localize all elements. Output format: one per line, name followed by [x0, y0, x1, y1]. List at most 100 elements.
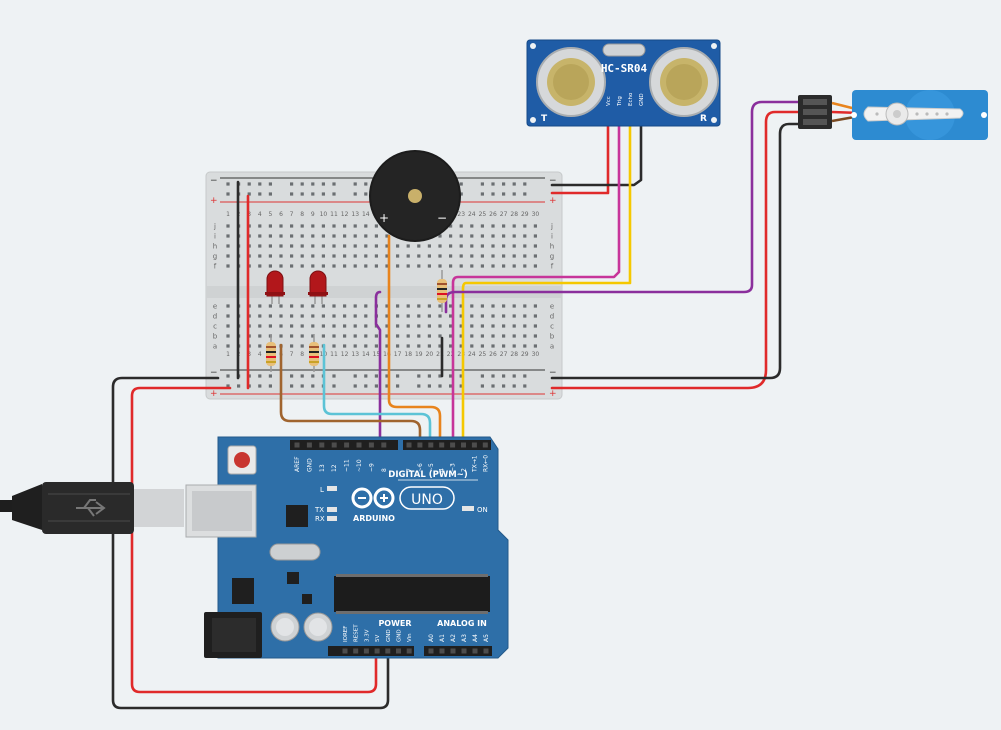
breadboard-hole: [290, 264, 294, 268]
rail-hole: [459, 374, 463, 378]
breadboard-hole: [480, 344, 484, 348]
column-number: 7: [290, 351, 294, 358]
column-number: 7: [290, 211, 294, 218]
breadboard-hole: [332, 264, 336, 268]
wire-sensor-vcc: [550, 120, 610, 195]
breadboard-hole: [321, 324, 325, 328]
breadboard-hole: [364, 344, 368, 348]
header-pin[interactable]: [439, 648, 445, 654]
header-pin[interactable]: [353, 648, 359, 654]
header-pin[interactable]: [428, 442, 434, 448]
header-pin[interactable]: [396, 648, 401, 654]
breadboard-hole: [279, 254, 283, 258]
breadboard-hole: [353, 304, 357, 308]
column-number: 30: [532, 211, 540, 218]
wire-servo-ground: [550, 122, 802, 380]
header-pin[interactable]: [331, 442, 337, 448]
breadboard-hole: [343, 264, 347, 268]
breadboard-hole: [353, 324, 357, 328]
header-pin[interactable]: [368, 442, 374, 448]
rail-hole: [268, 192, 272, 196]
rail-hole: [459, 384, 463, 388]
breadboard-hole: [364, 334, 368, 338]
header-pin[interactable]: [306, 442, 312, 448]
row-letter: a: [550, 343, 554, 351]
breadboard-hole: [268, 264, 272, 268]
header-pin[interactable]: [482, 442, 488, 448]
led-tx-label: TX: [314, 506, 324, 514]
wire-sensor-trig: [451, 120, 621, 447]
header-pin[interactable]: [471, 442, 477, 448]
breadboard-hole: [279, 304, 283, 308]
header-pin[interactable]: [450, 442, 456, 448]
header-pin[interactable]: [381, 442, 387, 448]
breadboard-hole: [321, 224, 325, 228]
header-pin[interactable]: [428, 648, 434, 654]
header-pin[interactable]: [319, 442, 325, 448]
servo-motor: [798, 90, 988, 140]
header-pin[interactable]: [342, 648, 348, 654]
header-pin[interactable]: [461, 648, 467, 654]
breadboard-hole: [321, 244, 325, 248]
breadboard-hole: [533, 224, 537, 228]
rail-plus-top-right: +: [549, 196, 557, 206]
header-pin[interactable]: [363, 648, 369, 654]
rail-hole: [300, 182, 304, 186]
breadboard-hole: [343, 334, 347, 338]
breadboard-hole: [449, 224, 453, 228]
header-pin[interactable]: [344, 442, 350, 448]
header-pin[interactable]: [294, 442, 300, 448]
breadboard-hole: [332, 304, 336, 308]
rail-hole: [247, 182, 251, 186]
header-pin[interactable]: [450, 648, 456, 654]
header-pin[interactable]: [461, 442, 466, 448]
header-pin[interactable]: [385, 648, 391, 654]
breadboard-hole: [300, 344, 304, 348]
column-number: 8: [300, 211, 304, 218]
header-pin[interactable]: [406, 442, 412, 448]
column-number: 23: [457, 351, 465, 358]
led-2: [308, 270, 328, 304]
breadboard-hole: [353, 224, 357, 228]
header-pin[interactable]: [483, 648, 489, 654]
breadboard-hole: [279, 244, 283, 248]
column-number: 12: [341, 211, 349, 218]
rail-hole: [480, 192, 484, 196]
rail-minus-bottom-right: −: [549, 368, 557, 378]
header-pin[interactable]: [439, 442, 445, 448]
breadboard-hole: [533, 244, 537, 248]
breadboard-hole: [459, 224, 463, 228]
header-pin[interactable]: [374, 648, 380, 654]
header-pin-label: RX←0: [482, 455, 489, 472]
column-number: 24: [468, 351, 476, 358]
breadboard-hole: [268, 224, 272, 228]
breadboard-hole: [502, 264, 506, 268]
breadboard-hole: [417, 344, 421, 348]
breadboard-hole: [300, 304, 304, 308]
breadboard-hole: [427, 314, 431, 318]
column-number: 29: [521, 351, 529, 358]
rail-hole: [364, 374, 368, 378]
breadboard-hole: [470, 224, 474, 228]
wires: [111, 100, 802, 710]
breadboard-hole: [470, 244, 474, 248]
breadboard-hole: [459, 344, 463, 348]
digital-title: DIGITAL (PWM~): [388, 470, 468, 480]
rail-hole: [268, 182, 272, 186]
column-number: 17: [394, 351, 402, 358]
breadboard-hole: [279, 324, 283, 328]
column-number: 18: [404, 351, 412, 358]
breadboard-hole: [427, 254, 431, 258]
header-pin[interactable]: [356, 442, 362, 448]
header-pin[interactable]: [472, 648, 478, 654]
rail-hole: [258, 192, 262, 196]
rail-hole: [247, 192, 251, 196]
breadboard-hole: [311, 304, 315, 308]
header-pin[interactable]: [406, 648, 412, 654]
header-pin-label: RESET: [354, 624, 360, 642]
header-pin[interactable]: [417, 442, 423, 448]
rail-hole: [321, 192, 325, 196]
header-pin-label: ~9: [368, 463, 375, 472]
rail-hole: [268, 384, 272, 388]
led-l-label: L: [320, 486, 324, 494]
